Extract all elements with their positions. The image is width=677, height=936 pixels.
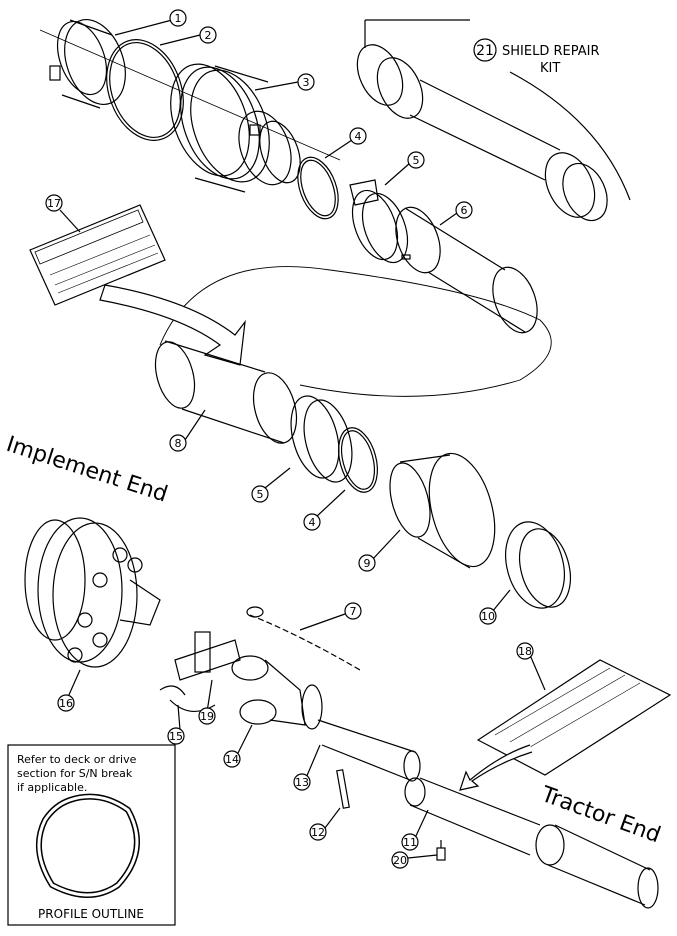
svg-text:5: 5 xyxy=(413,154,420,167)
svg-text:14: 14 xyxy=(225,753,239,766)
part-4-ring-top xyxy=(297,156,339,220)
part-11-outer-profile-tube xyxy=(404,777,541,856)
tractor-end-label: Tractor End xyxy=(537,782,664,849)
callout-1: 1 xyxy=(114,9,187,36)
callout-5-lower: 5 xyxy=(251,467,291,503)
callout-16: 16 xyxy=(57,669,81,712)
svg-text:9: 9 xyxy=(364,557,371,570)
note-line-1: Refer to deck or drive xyxy=(17,753,137,766)
callout-2: 2 xyxy=(159,26,217,46)
svg-text:11: 11 xyxy=(403,836,417,849)
part-6-outer-tube xyxy=(395,206,538,334)
callout-11: 11 xyxy=(401,809,429,851)
svg-text:1: 1 xyxy=(175,12,182,25)
svg-text:17: 17 xyxy=(47,197,61,210)
callout-14: 14 xyxy=(223,724,253,768)
svg-text:5: 5 xyxy=(257,488,264,501)
svg-text:4: 4 xyxy=(309,516,316,529)
svg-text:4: 4 xyxy=(355,130,362,143)
svg-text:20: 20 xyxy=(393,854,407,867)
part-8-inner-tube xyxy=(154,340,298,444)
svg-text:19: 19 xyxy=(200,710,214,723)
callout-7: 7 xyxy=(299,602,362,631)
callout-5-top: 5 xyxy=(384,151,425,186)
svg-text:8: 8 xyxy=(175,437,182,450)
part-1-shield-cone-end xyxy=(39,18,341,161)
part-12-spring-pin xyxy=(336,769,350,809)
svg-text:16: 16 xyxy=(59,697,73,710)
part-5-bearing-top xyxy=(349,179,409,264)
decal-17 xyxy=(29,204,166,306)
part-10-end-cap xyxy=(505,521,571,609)
svg-text:12: 12 xyxy=(311,826,325,839)
part-15-snap-ring xyxy=(159,685,216,712)
callout-3: 3 xyxy=(254,73,315,91)
callout-18: 18 xyxy=(516,642,546,691)
svg-text:13: 13 xyxy=(295,776,309,789)
part-13-inner-profile-tube xyxy=(317,719,421,782)
svg-text:7: 7 xyxy=(350,605,357,618)
tractor-end-yoke xyxy=(535,824,659,909)
profile-outline-box xyxy=(7,744,176,926)
callout-4-lower: 4 xyxy=(303,489,346,531)
svg-text:10: 10 xyxy=(481,610,495,623)
callout-4-top: 4 xyxy=(324,127,367,159)
note-line-2: section for S/N break xyxy=(17,767,133,780)
direction-arrow xyxy=(99,284,246,366)
part-16-implement-yoke xyxy=(24,517,161,668)
note-line-3: if applicable. xyxy=(17,781,87,794)
profile-outline-label: PROFILE OUTLINE xyxy=(38,907,144,921)
callout-19: 19 xyxy=(198,679,216,725)
svg-text:6: 6 xyxy=(461,204,468,217)
callout-17: 17 xyxy=(45,194,81,233)
svg-text:3: 3 xyxy=(303,76,310,89)
part-14-yoke xyxy=(231,655,323,730)
shield-repair-kit-assembly xyxy=(356,19,631,222)
callout-12: 12 xyxy=(309,807,341,841)
part-9-shield-cone xyxy=(389,452,496,569)
callout-6: 6 xyxy=(439,201,473,226)
svg-text:2: 2 xyxy=(205,29,212,42)
callout-15: 15 xyxy=(167,704,185,745)
shield-repair-kit-label-line2: KIT xyxy=(540,61,560,76)
decal-18-arrow xyxy=(459,744,533,791)
part-19-cross-kit xyxy=(174,631,241,681)
callout-13: 13 xyxy=(293,744,321,791)
part-20-grease-fitting xyxy=(436,840,446,861)
svg-text:15: 15 xyxy=(169,730,183,743)
callout-20: 20 xyxy=(391,851,438,869)
implement-end-label: Implement End xyxy=(3,432,170,508)
svg-text:18: 18 xyxy=(518,645,532,658)
svg-text:21: 21 xyxy=(476,43,494,59)
part-3-bearing-housing xyxy=(170,63,301,193)
part-5-bearing-lower xyxy=(290,395,353,483)
callout-9: 9 xyxy=(358,529,401,572)
callout-8: 8 xyxy=(169,409,206,452)
callout-10: 10 xyxy=(479,589,511,625)
part-2-retaining-ring xyxy=(106,39,184,141)
callout-21: 21 xyxy=(473,38,497,62)
part-7-safety-chain xyxy=(246,606,361,671)
shield-repair-kit-label-line1: SHIELD REPAIR xyxy=(502,44,599,59)
shield-kit-loop-line xyxy=(159,266,552,397)
part-4-ring-lower xyxy=(338,427,378,493)
